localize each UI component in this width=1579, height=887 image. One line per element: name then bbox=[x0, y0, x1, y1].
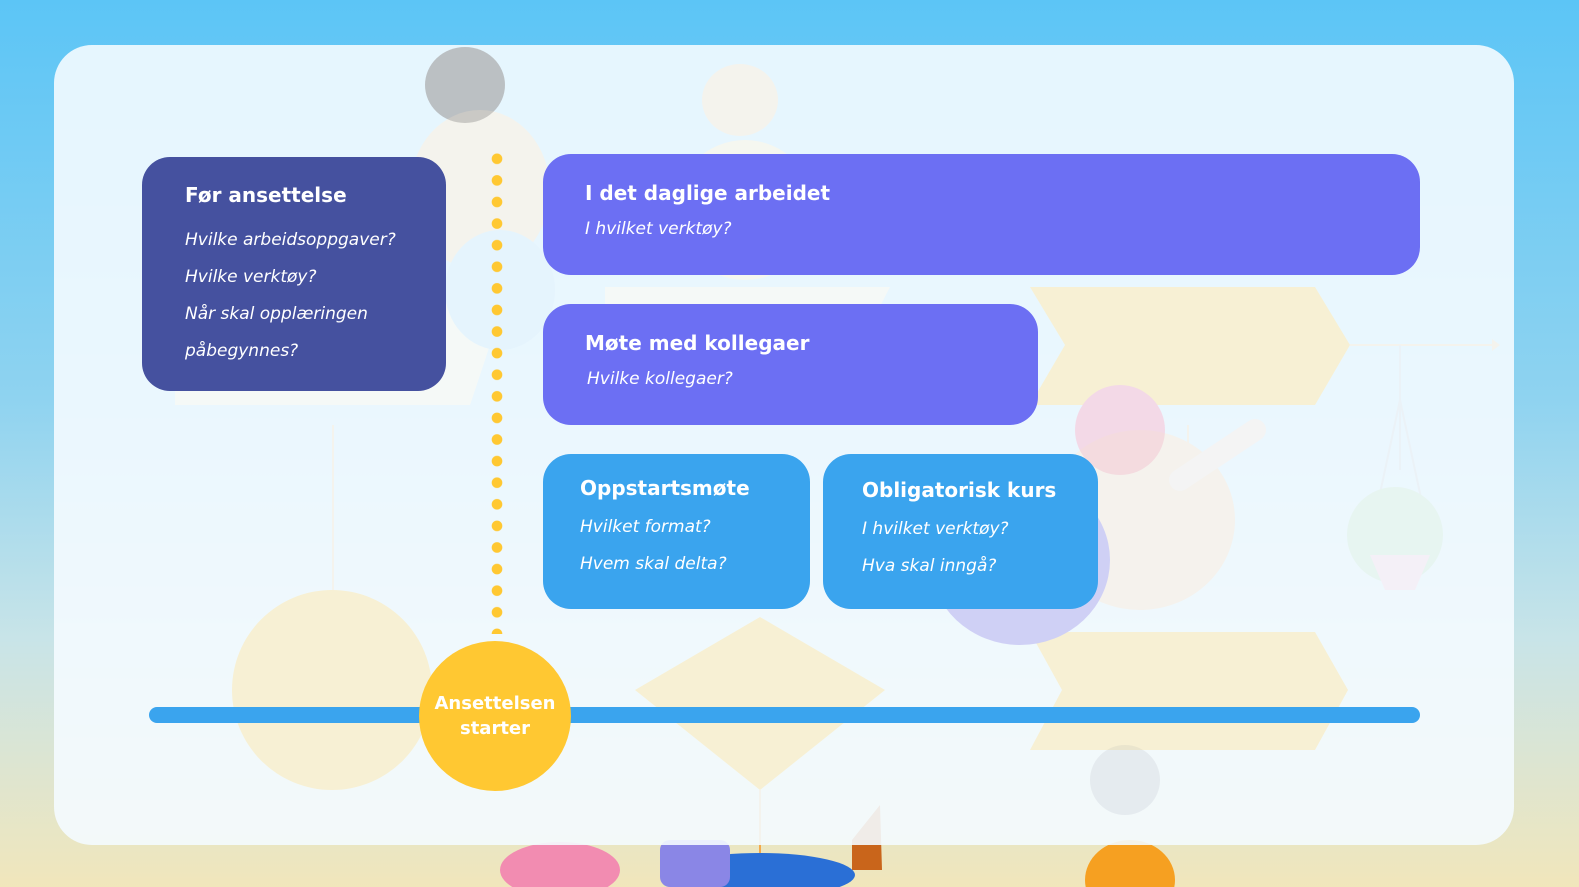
dotted-connector bbox=[491, 148, 503, 634]
card-question: påbegynnes? bbox=[185, 341, 299, 361]
timeline-bar bbox=[149, 707, 1420, 723]
card-question: I hvilket verktøy? bbox=[862, 519, 1009, 539]
start-label: Ansettelsen starter bbox=[430, 691, 560, 741]
card-daily-work: I det daglige arbeidet I hvilket verktøy… bbox=[543, 154, 1420, 275]
card-before-employment: Før ansettelse Hvilke arbeidsoppgaver? H… bbox=[142, 157, 446, 391]
card-title: Møte med kollegaer bbox=[585, 331, 810, 355]
employment-start-marker: Ansettelsen starter bbox=[419, 641, 571, 791]
card-title: Oppstartsmøte bbox=[580, 476, 750, 500]
card-question: Hvilke verktøy? bbox=[185, 267, 317, 287]
card-mandatory-course: Obligatorisk kurs I hvilket verktøy? Hva… bbox=[823, 454, 1098, 609]
card-title: Obligatorisk kurs bbox=[862, 478, 1057, 502]
card-question: Hva skal inngå? bbox=[862, 556, 997, 576]
card-question: Når skal opplæringen bbox=[185, 304, 368, 324]
card-meet-colleagues: Møte med kollegaer Hvilke kollegaer? bbox=[543, 304, 1038, 425]
card-question: Hvilke kollegaer? bbox=[587, 369, 733, 389]
card-question: I hvilket verktøy? bbox=[585, 219, 732, 239]
card-question: Hvilke arbeidsoppgaver? bbox=[185, 230, 396, 250]
card-kickoff-meeting: Oppstartsmøte Hvilket format? Hvem skal … bbox=[543, 454, 810, 609]
start-label-line: Ansettelsen bbox=[434, 693, 556, 714]
card-title: Før ansettelse bbox=[185, 183, 347, 207]
card-title: I det daglige arbeidet bbox=[585, 181, 831, 205]
card-question: Hvilket format? bbox=[580, 517, 711, 537]
start-label-line: starter bbox=[459, 718, 531, 739]
card-question: Hvem skal delta? bbox=[580, 554, 727, 574]
